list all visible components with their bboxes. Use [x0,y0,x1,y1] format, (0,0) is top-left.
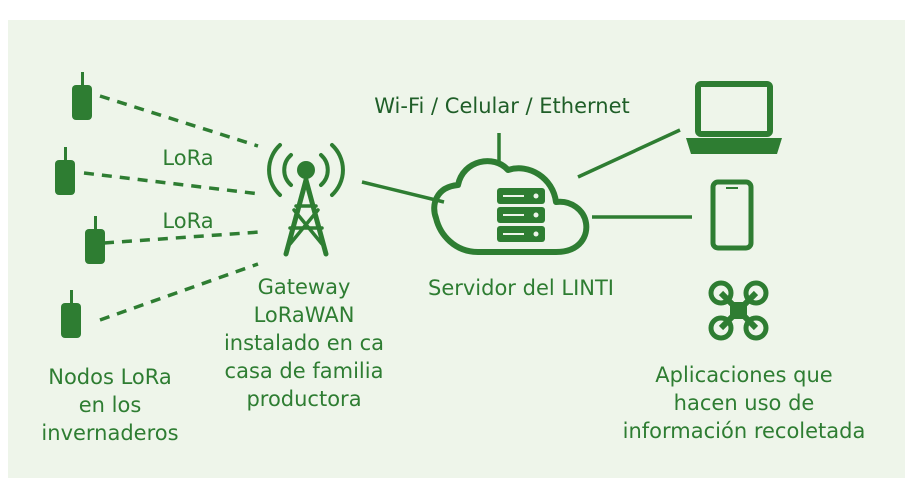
sensor-node-icon [72,72,92,120]
nodes-caption-line: en los [79,393,142,417]
applications-caption-line: hacen uso de [674,391,815,415]
lora-network-diagram: LoRa LoRa Wi-Fi / Celular / Ethernet Nod… [41,72,866,445]
nodes-caption-line: invernaderos [41,421,178,445]
applications-caption-line: Aplicaciones que [655,363,832,387]
gateway-caption-line: LoRaWAN [254,303,355,327]
server-laptop-link [577,128,681,179]
lora-links [83,94,261,322]
laptop-icon [686,81,782,154]
sensor-nodes [55,72,105,338]
radio-tower-icon [267,143,345,257]
sensor-node-icon [85,216,105,264]
sensor-node-icon [61,290,81,338]
lora-link-2 [83,171,261,196]
gateway-caption: Gateway LoRaWAN instalado en ca casa de … [224,275,384,411]
lora-link-1 [99,94,259,148]
lora-link-4 [99,262,259,322]
gateway-caption-line: casa de familia [225,359,384,383]
gateway-caption-line: Gateway [258,275,351,299]
drone-icon [708,280,769,341]
applications-caption-line: información recoletada [623,419,866,443]
sensor-node-icon [55,147,75,195]
gateway-caption-line: productora [246,387,361,411]
server-caption: Servidor del LINTI [428,276,614,300]
network-label: Wi-Fi / Celular / Ethernet [374,94,629,118]
cloud-server-icon [431,158,590,255]
applications-caption: Aplicaciones que hacen uso de informació… [623,363,866,443]
gateway-caption-line: instalado en ca [224,331,384,355]
nodes-caption-line: Nodos LoRa [48,365,172,389]
smartphone-icon [710,179,754,251]
lora-label-2: LoRa [162,209,213,233]
diagram-canvas: LoRa LoRa Wi-Fi / Celular / Ethernet Nod… [8,20,905,478]
gateway-server-link [361,180,445,204]
server-rack-icon [497,188,545,242]
lora-label-1: LoRa [162,146,213,170]
network-links [361,128,692,219]
lora-link-3 [103,230,261,245]
nodes-caption: Nodos LoRa en los invernaderos [41,365,178,445]
